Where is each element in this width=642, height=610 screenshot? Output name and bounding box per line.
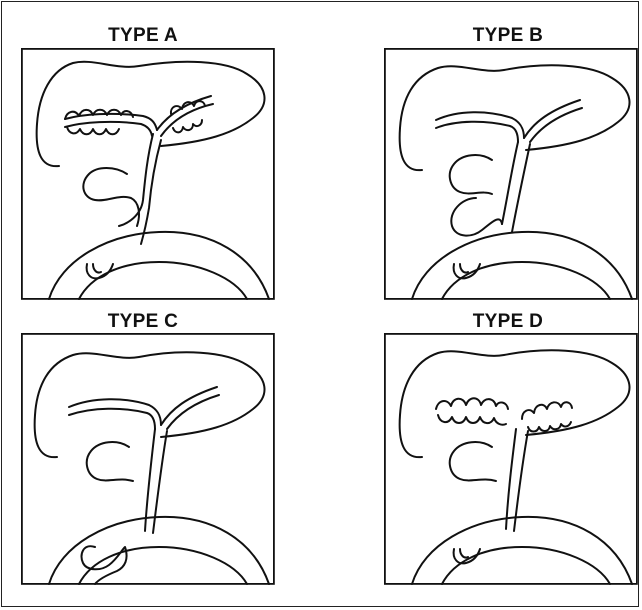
intrahepatic-duct-right-inner (161, 104, 213, 136)
panel-b-label: TYPE B (408, 25, 608, 47)
duodenum-outer (49, 232, 269, 299)
choledochal-cyst (450, 155, 502, 236)
intrahepatic-duct-right (161, 387, 217, 425)
intrahepatic-duct-left-inner (436, 122, 518, 142)
duodenum-inner (442, 547, 610, 584)
intrahepatic-beads-right-lower (173, 120, 202, 132)
panel-a-label: TYPE A (43, 25, 243, 47)
intrahepatic-duct-right-inner (167, 395, 219, 429)
panel-d-label: TYPE D (408, 311, 608, 333)
panel-b (384, 48, 638, 300)
gallbladder (450, 442, 496, 481)
duodenum-inner (442, 262, 610, 299)
intrahepatic-duct-right-inner (530, 108, 582, 142)
panel-c-label: TYPE C (43, 311, 243, 333)
gallbladder (83, 168, 139, 226)
panel-d-drawing (384, 333, 638, 585)
panel-c-drawing (21, 333, 275, 585)
intrahepatic-duct-left (436, 398, 508, 409)
panel-b-drawing (384, 48, 638, 300)
intrahepatic-duct-left (436, 112, 524, 138)
intrahepatic-duct-left-lower (438, 415, 506, 425)
intrahepatic-beads-left-lower (67, 127, 119, 134)
panel-c (21, 333, 275, 585)
panel-d (384, 333, 638, 585)
intrahepatic-duct-left-inner (69, 409, 155, 429)
ampulla (454, 264, 480, 278)
liver (37, 62, 265, 166)
gallbladder (87, 442, 133, 481)
common-bile-duct (506, 429, 516, 529)
choledochocele (82, 546, 127, 584)
panel-a (21, 48, 275, 300)
duodenum-inner (79, 547, 247, 584)
intrahepatic-duct-right (522, 402, 572, 419)
common-bile-duct (145, 429, 155, 531)
panel-a-drawing (21, 48, 275, 300)
intrahepatic-duct-right (524, 100, 580, 138)
ampulla (454, 549, 480, 563)
duodenum-outer (412, 232, 632, 299)
duodenum-inner (79, 262, 247, 299)
duodenum-outer (412, 517, 632, 584)
